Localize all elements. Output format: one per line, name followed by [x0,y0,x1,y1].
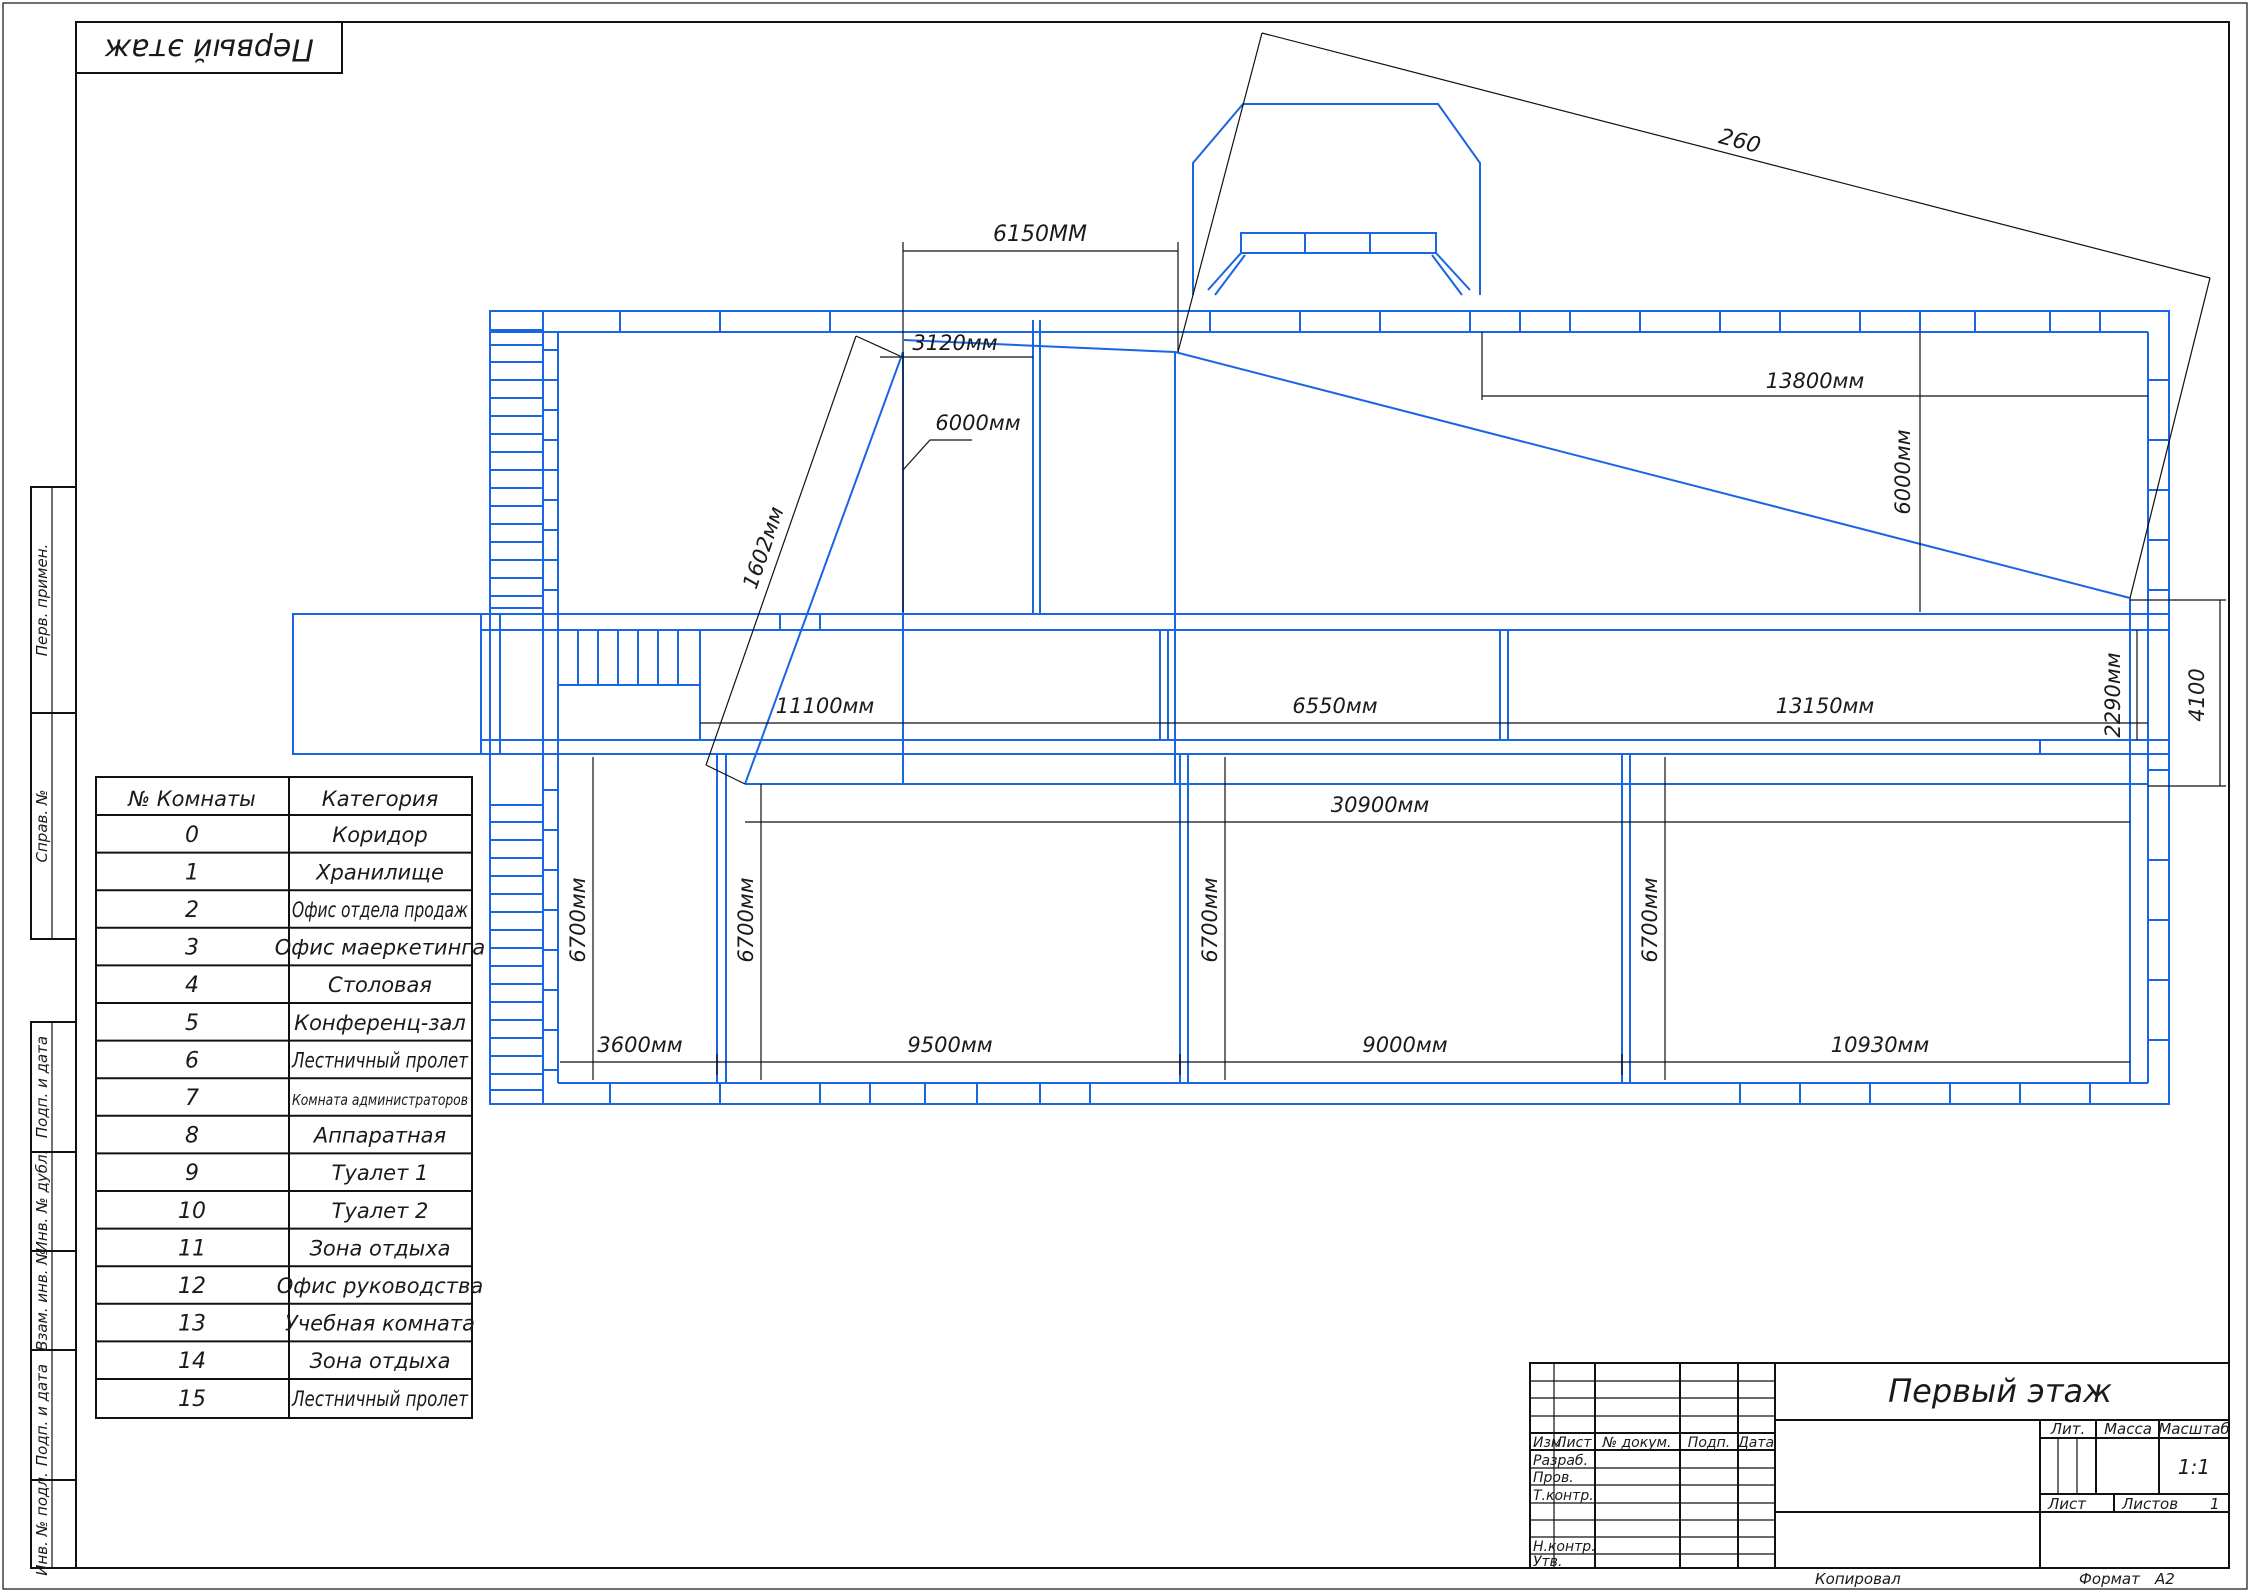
dim-6700c: 6700мм [1198,877,1222,962]
legend-room-category: Лестничный пролет [291,1387,468,1411]
legend-room-number: 9 [185,1161,199,1186]
dim-6700b: 6700мм [734,877,758,962]
tb-razrab: Разраб. [1533,1453,1588,1469]
legend-room-number: 12 [178,1274,206,1299]
legend-room-category: Офис отдела продаж [292,898,468,922]
legend-room-category: Аппаратная [312,1124,446,1148]
legend-room-number: 13 [178,1312,206,1337]
legend-room-number: 0 [185,823,199,848]
legend-room-number: 11 [178,1236,206,1261]
tb-massa: Масса [2104,1420,2152,1438]
entrance-porch [1192,103,1481,296]
dim-1602: 1602мм [738,503,788,591]
dim-6000b: 6000мм [1891,429,1915,514]
dim-10930: 10930мм [1831,1033,1930,1057]
legend-room-category: Коридор [332,823,427,847]
top-left-stamp: Первый этаж [75,21,343,74]
tb-list2: Лист [2047,1495,2087,1513]
legend-room-category: Офис руководства [277,1274,483,1298]
tb-listov-val: 1 [2210,1495,2220,1513]
dim-6150: 6150ММ [993,222,1087,247]
dim-13150: 13150мм [1776,694,1875,718]
dim-6700a: 6700мм [566,877,590,962]
legend-room-number: 10 [178,1199,206,1224]
legend-room-category: Комната администраторов [292,1091,468,1109]
side-label-vzam: Взам. инв. № [33,1249,51,1351]
legend-room-category: Туалет 1 [332,1161,429,1185]
tb-prov: Пров. [1533,1470,1574,1486]
tb-izm: Изм. [1533,1435,1566,1451]
side-column: Перв. примен. Справ. № Подп. и дата Инв.… [30,486,77,1576]
caption-kopiroval: Копировал [1815,1570,1901,1588]
tb-nkontr: Н.контр. [1533,1539,1596,1555]
dim-11100: 11100мм [776,694,875,718]
dim-9000: 9000мм [1362,1033,1447,1057]
tb-scale: 1:1 [2178,1455,2210,1479]
dim-13800: 13800мм [1766,369,1865,393]
tb-masshtab: Масштаб [2158,1420,2229,1438]
legend-room-number: 7 [185,1086,199,1111]
legend-room-category: Лестничный пролет [291,1048,468,1072]
tb-title: Первый этаж [1888,1372,2112,1410]
bottom-captions: Копировал Формат А2 [1815,1570,2175,1588]
legend-room-number: 15 [178,1387,206,1412]
tb-podp: Подп. [1688,1435,1730,1451]
dim-2290: 2290мм [2101,652,2125,737]
legend-room-category: Офис маеркетинга [275,936,485,960]
legend-room-number: 2 [185,898,199,923]
tb-data: Дата [1737,1435,1774,1451]
dim-3600: 3600мм [597,1033,682,1057]
dim-4100: 4100 [2185,668,2209,721]
legend-room-category: Зона отдыха [309,1236,450,1260]
dimension-labels: 260 6150ММ 3120мм 6000мм 1602мм 13800мм … [566,124,2209,1057]
legend-room-number: 4 [185,973,199,998]
title-block: Первый этаж Изм. Лист № докум. Подп. Дат… [1529,1362,2230,1570]
building-walls [292,310,2170,1105]
legend-room-category: Хранилище [315,860,444,884]
caption-format-val: А2 [2154,1570,2175,1588]
side-label-sprav: Справ. № [33,790,51,863]
legend-header-cat: Категория [322,787,438,811]
dim-3120: 3120мм [912,331,997,355]
side-label-inv-dubl: Инв. № дубл. [33,1150,51,1253]
dim-260: 260 [1716,124,1763,159]
side-label-perv: Перв. примен. [33,544,51,657]
dim-6700d: 6700мм [1638,877,1662,962]
tb-lit: Лит. [2050,1420,2086,1438]
dim-30900: 30900мм [1331,793,1430,817]
legend-room-category: Туалет 2 [332,1199,429,1223]
legend-room-category: Столовая [328,973,432,997]
tb-n-dokum: № докум. [1601,1435,1671,1451]
legend-room-number: 5 [185,1011,199,1036]
side-label-podp2: Подп. и дата [33,1364,51,1466]
dim-6550: 6550мм [1292,694,1377,718]
legend-room-category: Зона отдыха [309,1349,450,1373]
tb-tkontr: Т.контр. [1533,1488,1594,1504]
dim-6000a: 6000мм [935,411,1020,435]
legend-room-category: Учебная комната [285,1312,475,1336]
caption-format: Формат [2079,1570,2141,1588]
stamp-title-mirrored: Первый этаж [104,32,314,67]
tb-list: Лист [1555,1435,1592,1451]
side-label-podp1: Подп. и дата [33,1036,51,1138]
tb-listov: Листов [2121,1495,2178,1513]
legend-room-number: 8 [185,1124,199,1149]
legend-header-num: № Комнаты [127,787,256,811]
side-label-inv-podl: Инв. № подл. [33,1472,51,1575]
dimension-lines [560,32,2226,1080]
dim-9500: 9500мм [907,1033,992,1057]
legend-room-number: 14 [178,1349,206,1374]
legend-room-category: Конференц-зал [294,1011,466,1035]
legend-room-number: 1 [185,860,199,885]
legend-room-number: 3 [185,936,199,961]
legend-room-number: 6 [185,1048,199,1073]
tb-utv: Утв. [1533,1554,1562,1570]
